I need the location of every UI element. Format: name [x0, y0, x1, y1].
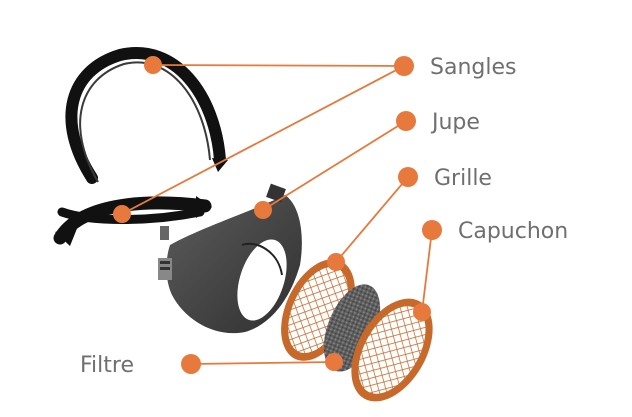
jupe-anchor-dot [254, 201, 272, 219]
filtre-anchor-dot [325, 353, 343, 371]
label-capuchon: Capuchon [458, 219, 568, 244]
straps-illustration [53, 47, 228, 246]
capuchon-label-dot [422, 220, 442, 240]
filtre-label-dot [181, 354, 201, 374]
sangles-anchor-dot-2 [113, 205, 131, 223]
jupe-label-dot [396, 111, 416, 131]
sangles-anchor-dot [144, 56, 162, 74]
grille-anchor-dot [327, 253, 345, 271]
label-sangles: Sangles [430, 55, 516, 80]
label-filtre: Filtre [80, 353, 134, 378]
skirt-illustration [158, 183, 302, 334]
leader-lines [121, 64, 433, 365]
cap-illustration [351, 298, 433, 402]
label-grille: Grille [434, 166, 492, 191]
label-jupe: Jupe [430, 110, 480, 135]
grille-label-dot [398, 167, 418, 187]
capuchon-anchor-dot [413, 303, 431, 321]
callout-dots [113, 56, 442, 374]
sangles-label-dot [394, 56, 414, 76]
part-labels: Sangles Jupe Grille Capuchon Filtre [80, 55, 568, 378]
